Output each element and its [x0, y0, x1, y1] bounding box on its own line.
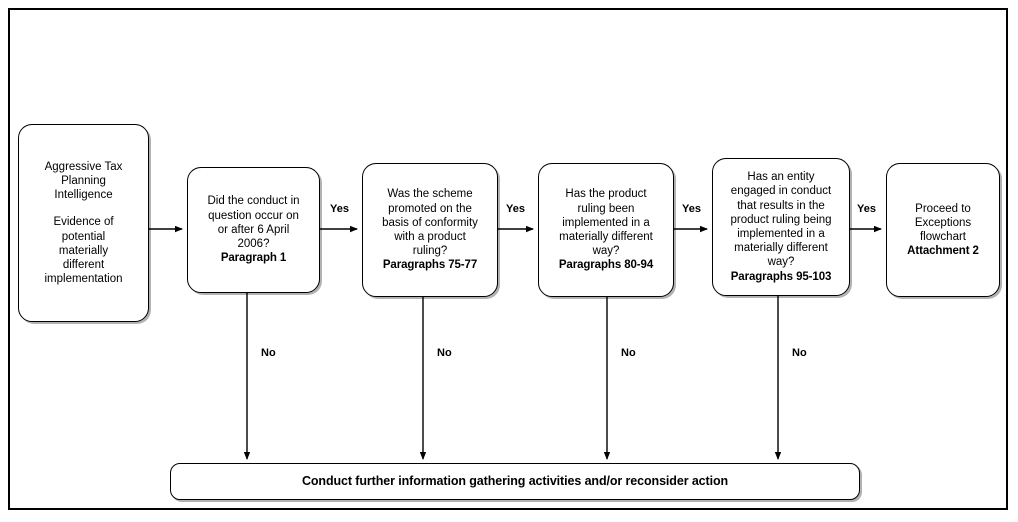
node-question-4[interactable]: Has an entity engaged in conduct that re…: [712, 158, 850, 296]
node-question-1-reference: Paragraph 1: [220, 252, 287, 265]
edge-label-no-4: No: [792, 347, 807, 359]
node-question-3-text: Has the product ruling been implemented …: [559, 188, 653, 258]
node-question-3-reference: Paragraphs 80-94: [558, 259, 654, 272]
node-question-1-text: Did the conduct in question occur on or …: [207, 195, 300, 251]
node-end-exceptions[interactable]: Proceed to Exceptions flowchart Attachme…: [886, 163, 1000, 297]
node-bottom-text: Conduct further information gathering ac…: [301, 474, 729, 489]
node-start-text-secondary: Evidence of potential materially differe…: [44, 216, 123, 286]
node-question-2-text: Was the scheme promoted on the basis of …: [382, 188, 478, 258]
node-question-4-reference: Paragraphs 95-103: [730, 270, 832, 283]
edge-label-yes-2: Yes: [506, 203, 525, 215]
node-question-3[interactable]: Has the product ruling been implemented …: [538, 163, 674, 297]
node-question-4-text: Has an entity engaged in conduct that re…: [730, 171, 832, 269]
node-bottom-action[interactable]: Conduct further information gathering ac…: [170, 463, 860, 500]
edge-label-yes-4: Yes: [857, 203, 876, 215]
node-start-intelligence[interactable]: Aggressive Tax Planning Intelligence Evi…: [18, 124, 149, 322]
edge-label-yes-1: Yes: [330, 203, 349, 215]
node-end-text: Proceed to Exceptions flowchart: [914, 202, 972, 243]
diagram-outer-frame: [8, 8, 1008, 510]
node-question-2-reference: Paragraphs 75-77: [382, 259, 478, 272]
edge-label-no-1: No: [261, 347, 276, 359]
node-start-text-primary: Aggressive Tax Planning Intelligence: [44, 160, 123, 202]
edge-label-no-3: No: [621, 347, 636, 359]
edge-label-no-2: No: [437, 347, 452, 359]
node-question-2[interactable]: Was the scheme promoted on the basis of …: [362, 163, 498, 297]
edge-label-yes-3: Yes: [682, 203, 701, 215]
node-end-reference: Attachment 2: [907, 245, 979, 258]
node-question-1[interactable]: Did the conduct in question occur on or …: [187, 167, 320, 293]
